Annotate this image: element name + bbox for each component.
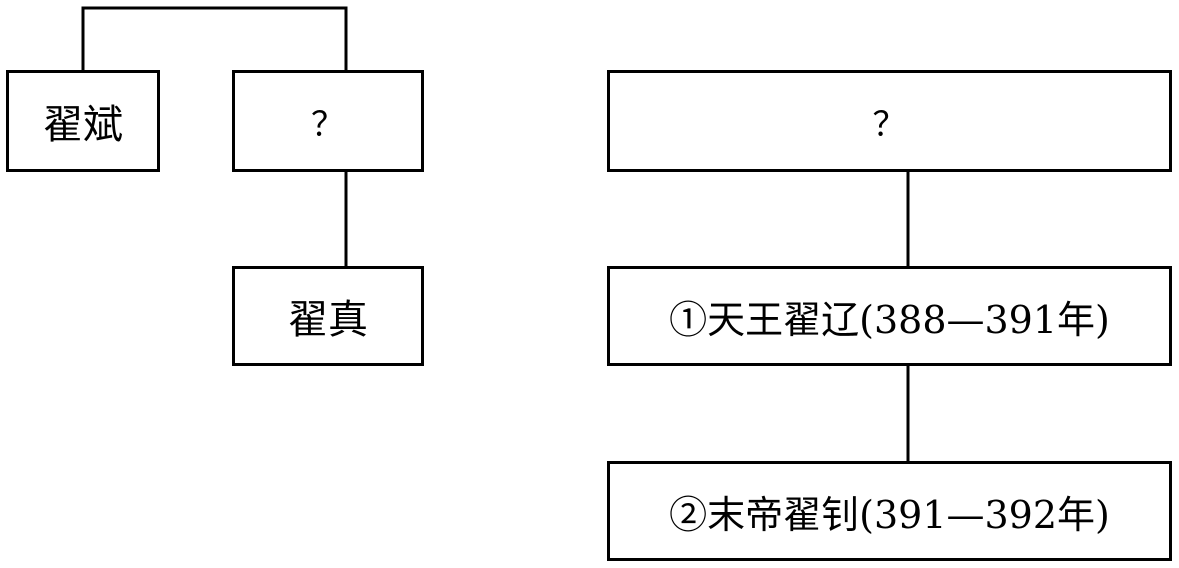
node-zhai-bin: 翟斌 xyxy=(6,70,160,172)
node-unknown-right: ？ xyxy=(607,70,1172,172)
node-ruler-2: ②末帝翟钊(391—392年) xyxy=(607,461,1172,561)
node-label: 翟真 xyxy=(288,297,368,343)
node-unknown-left: ？ xyxy=(232,70,424,172)
node-label: 翟斌 xyxy=(43,102,123,148)
node-label: ？ xyxy=(311,104,345,145)
node-zhai-zhen: 翟真 xyxy=(232,266,424,366)
node-label: ②末帝翟钊(391—392年) xyxy=(669,492,1110,537)
node-label: ①天王翟辽(388—391年) xyxy=(669,297,1110,342)
node-label: ？ xyxy=(872,104,907,145)
node-ruler-1: ①天王翟辽(388—391年) xyxy=(607,266,1172,366)
sibling-connector xyxy=(81,6,348,71)
